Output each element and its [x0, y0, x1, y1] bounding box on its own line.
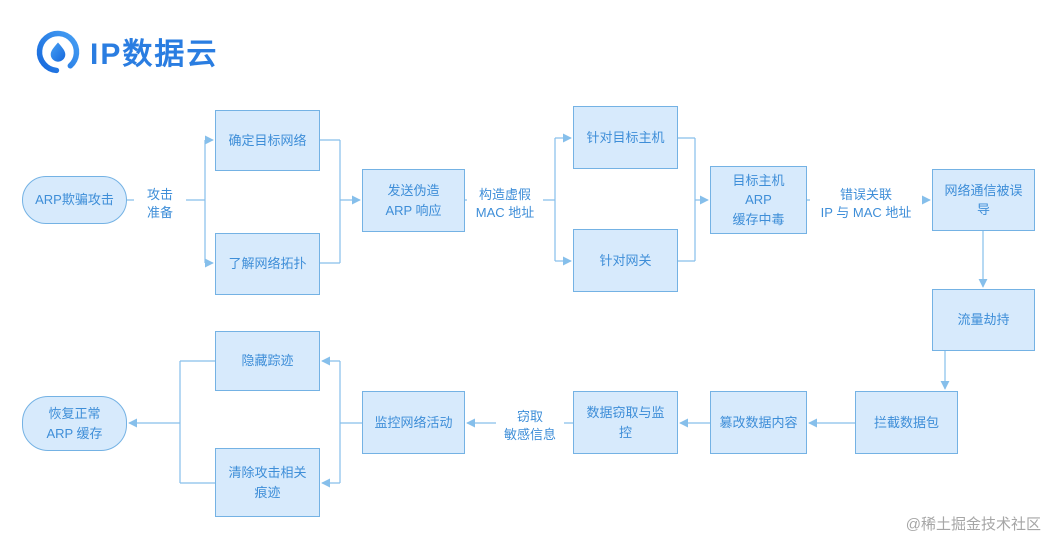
watermark: @稀土掘金技术社区 — [905, 516, 1041, 533]
node-understand-topology: 了解网络拓扑 — [215, 233, 320, 295]
node-arp-spoof-attack: ARP欺骗攻击 — [22, 176, 127, 224]
edge-label-steal-sensitive-info: 窃取 敏感信息 — [496, 407, 564, 445]
connector-merge-restore — [128, 360, 215, 484]
edge-label-wrong-association: 错误关联 IP 与 MAC 地址 — [810, 185, 922, 223]
node-tamper-data: 篡改数据内容 — [710, 391, 807, 454]
logo: IP数据云 — [36, 30, 218, 79]
node-monitor-network-activity: 监控网络活动 — [362, 391, 465, 454]
node-traffic-hijack: 流量劫持 — [932, 289, 1035, 351]
connector-merge-send-fake — [320, 139, 361, 264]
ip-cloud-logo-icon — [36, 30, 80, 79]
edge-label-fake-mac: 构造虚假 MAC 地址 — [467, 185, 543, 223]
node-clear-attack-traces: 清除攻击相关 痕迹 — [215, 448, 320, 517]
node-hide-tracks: 隐藏踪迹 — [215, 331, 320, 391]
node-communication-misled: 网络通信被误 导 — [932, 169, 1035, 231]
node-send-fake-arp: 发送伪造 ARP 响应 — [362, 169, 465, 232]
connector-monitor-branch — [321, 356, 362, 488]
node-data-theft-monitoring: 数据窃取与监 控 — [573, 391, 678, 454]
node-confirm-target-network: 确定目标网络 — [215, 110, 320, 171]
node-restore-arp-cache: 恢复正常 ARP 缓存 — [22, 396, 127, 451]
node-target-gateway: 针对网关 — [573, 229, 678, 292]
logo-text: IP数据云 — [90, 37, 219, 71]
node-intercept-packets: 拦截数据包 — [855, 391, 958, 454]
edge-label-attack-prep: 攻击 准备 — [134, 185, 186, 223]
node-arp-cache-poisoned: 目标主机 ARP 缓存中毒 — [710, 166, 807, 234]
node-target-host: 针对目标主机 — [573, 106, 678, 169]
connector-merge-poison — [678, 137, 709, 262]
